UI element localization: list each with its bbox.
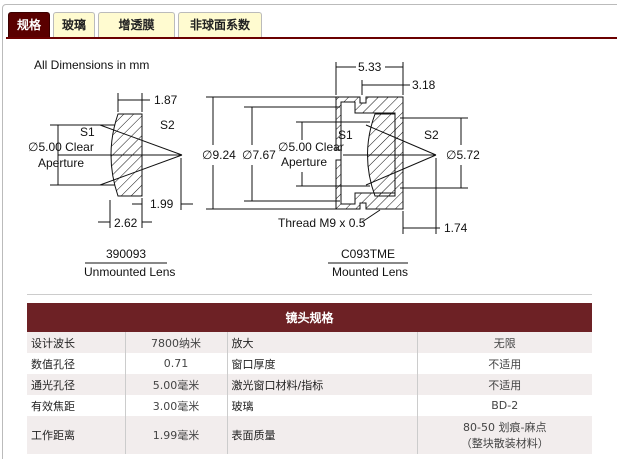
unmounted-lens xyxy=(50,93,193,264)
dim-3-18: 3.18 xyxy=(412,78,436,92)
dim-id-7-67: ∅7.67 xyxy=(242,148,276,162)
dim-2-62: 2.62 xyxy=(114,216,138,230)
label-s1: S1 xyxy=(80,125,95,139)
mounted-s1: S1 xyxy=(338,128,353,142)
unmounted-caption: Unmounted Lens xyxy=(84,265,175,279)
table-title: 镜头规格 xyxy=(27,303,592,332)
mounted-s2: S2 xyxy=(424,128,439,142)
dim-1-99: 1.99 xyxy=(150,197,174,211)
dim-5-72: ∅5.72 xyxy=(446,148,480,162)
spec-label: 放大 xyxy=(226,332,417,353)
tab-specs[interactable]: 规格 xyxy=(8,12,50,37)
divider xyxy=(27,294,592,295)
surface-quality-line2: （整块散装材料） xyxy=(460,437,549,450)
spec-label: 表面质量 xyxy=(226,416,417,454)
tab-underline xyxy=(6,37,617,39)
mounted-caption: Mounted Lens xyxy=(332,265,408,279)
spec-label: 有效焦距 xyxy=(31,399,75,413)
spec-label: 玻璃 xyxy=(226,395,417,416)
spec-label: 激光窗口材料/指标 xyxy=(226,374,417,395)
spec-value: 无限 xyxy=(416,332,592,353)
clear-aperture-label2: Aperture xyxy=(38,156,84,170)
spec-value: 1.99毫米 xyxy=(124,416,227,454)
spec-label: 数值孔径 xyxy=(31,357,75,371)
tab-aspheric[interactable]: 非球面系数 xyxy=(178,12,262,37)
spec-value: 5.00毫米 xyxy=(124,374,227,395)
spec-value: BD-2 xyxy=(416,395,592,416)
part-number-390093: 390093 xyxy=(106,247,146,261)
spec-value: 不适用 xyxy=(416,353,592,374)
spec-value: 0.71 xyxy=(124,353,227,374)
clear-aperture-label: ∅5.00 Clear xyxy=(28,140,94,154)
units-note: All Dimensions in mm xyxy=(34,58,149,72)
lens-drawing: All Dimensions in mm 1.87 S1 S2 ∅5.00 Cl… xyxy=(28,58,480,279)
mounted-clear-aperture: ∅5.00 Clear xyxy=(278,140,344,154)
spec-value: 80-50 划痕-麻点 （整块散装材料） xyxy=(416,416,592,454)
dim-5-33: 5.33 xyxy=(358,60,382,74)
spec-label: 设计波长 xyxy=(27,332,125,353)
dim-1-74: 1.74 xyxy=(444,221,468,235)
tab-glass[interactable]: 玻璃 xyxy=(53,12,95,37)
spec-label: 工作距离 xyxy=(27,416,125,454)
spec-value: 不适用 xyxy=(416,374,592,395)
spec-label: 窗口厚度 xyxy=(226,353,417,374)
label-s2: S2 xyxy=(160,118,175,132)
mounted-lens xyxy=(206,62,468,264)
surface-quality-line1: 80-50 划痕-麻点 xyxy=(463,421,547,434)
dim-od-9-24: ∅9.24 xyxy=(202,148,236,162)
spec-label: 通光孔径 xyxy=(27,374,125,395)
spec-value: 7800纳米 xyxy=(124,332,227,353)
content-frame xyxy=(2,4,617,459)
tab-coating[interactable]: 增透膜 xyxy=(98,12,175,37)
thread-label: Thread M9 x 0.5 xyxy=(278,216,366,230)
spec-value: 3.00毫米 xyxy=(124,395,227,416)
part-number-c093tme: C093TME xyxy=(341,247,395,261)
dim-1-87: 1.87 xyxy=(154,93,178,107)
mounted-clear-aperture2: Aperture xyxy=(281,155,327,169)
